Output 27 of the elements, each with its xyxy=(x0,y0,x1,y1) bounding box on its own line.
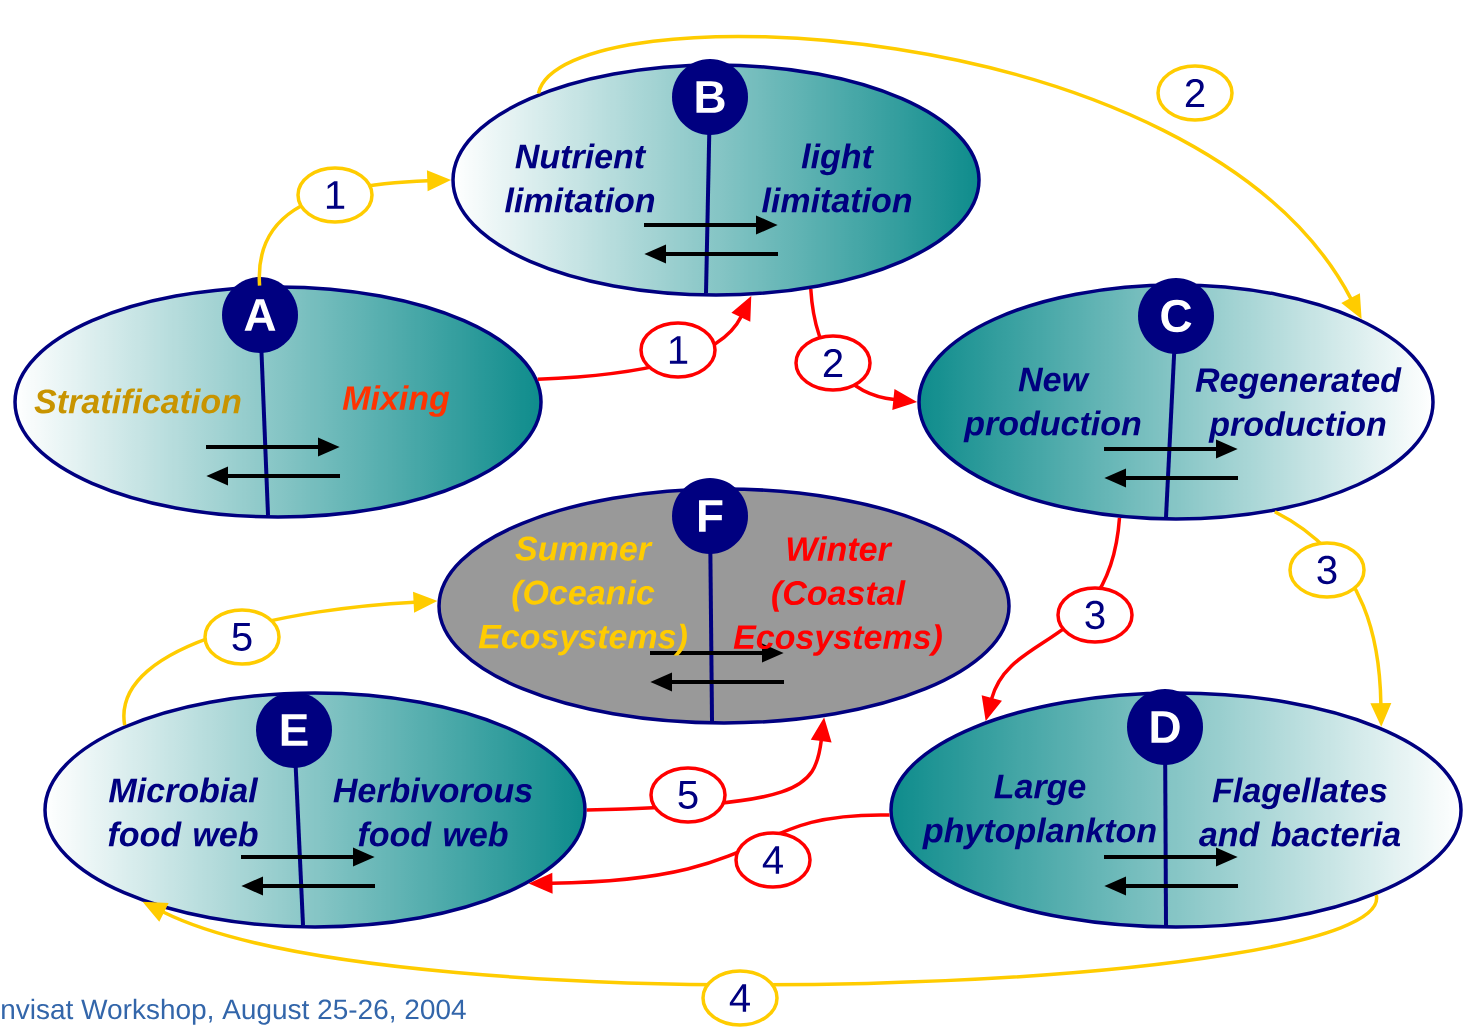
ellipse-label: Herbivorous food web xyxy=(333,777,532,847)
ellipse xyxy=(13,277,543,519)
ellipse xyxy=(451,59,981,297)
ellipse-label: Stratification xyxy=(34,388,241,414)
ellipse-label: light limitation xyxy=(762,143,912,213)
edge-label: 4 xyxy=(734,831,812,889)
ellipse-label: New production xyxy=(963,367,1141,443)
ellipse-label: Large phytoplankton xyxy=(922,774,1156,850)
ellipse xyxy=(889,689,1463,929)
ellipse-label: Regenerated production xyxy=(1195,367,1402,443)
edge-label: 5 xyxy=(203,608,281,666)
ellipse-label: Flagellates and bacteria xyxy=(1199,777,1401,847)
edge-label: 4 xyxy=(701,969,779,1027)
edge-label: 2 xyxy=(1156,64,1234,122)
edge-label: 1 xyxy=(296,166,374,224)
footer-text: nvisat Workshop, August 25-26, 2004 xyxy=(2,998,466,1025)
edge-label: 1 xyxy=(639,321,717,379)
ellipse xyxy=(43,691,587,929)
ellipse-label: Mixing xyxy=(342,385,450,417)
edge-label: 5 xyxy=(649,766,727,824)
ellipse xyxy=(917,278,1435,521)
edge-label: 3 xyxy=(1288,541,1366,599)
edge-label: 2 xyxy=(794,334,872,392)
ellipse xyxy=(437,478,1011,725)
edge-label: 3 xyxy=(1056,586,1134,644)
ellipse-label: Nutrient limitation xyxy=(505,143,655,213)
ellipse-label: Microbial food web xyxy=(108,777,259,847)
